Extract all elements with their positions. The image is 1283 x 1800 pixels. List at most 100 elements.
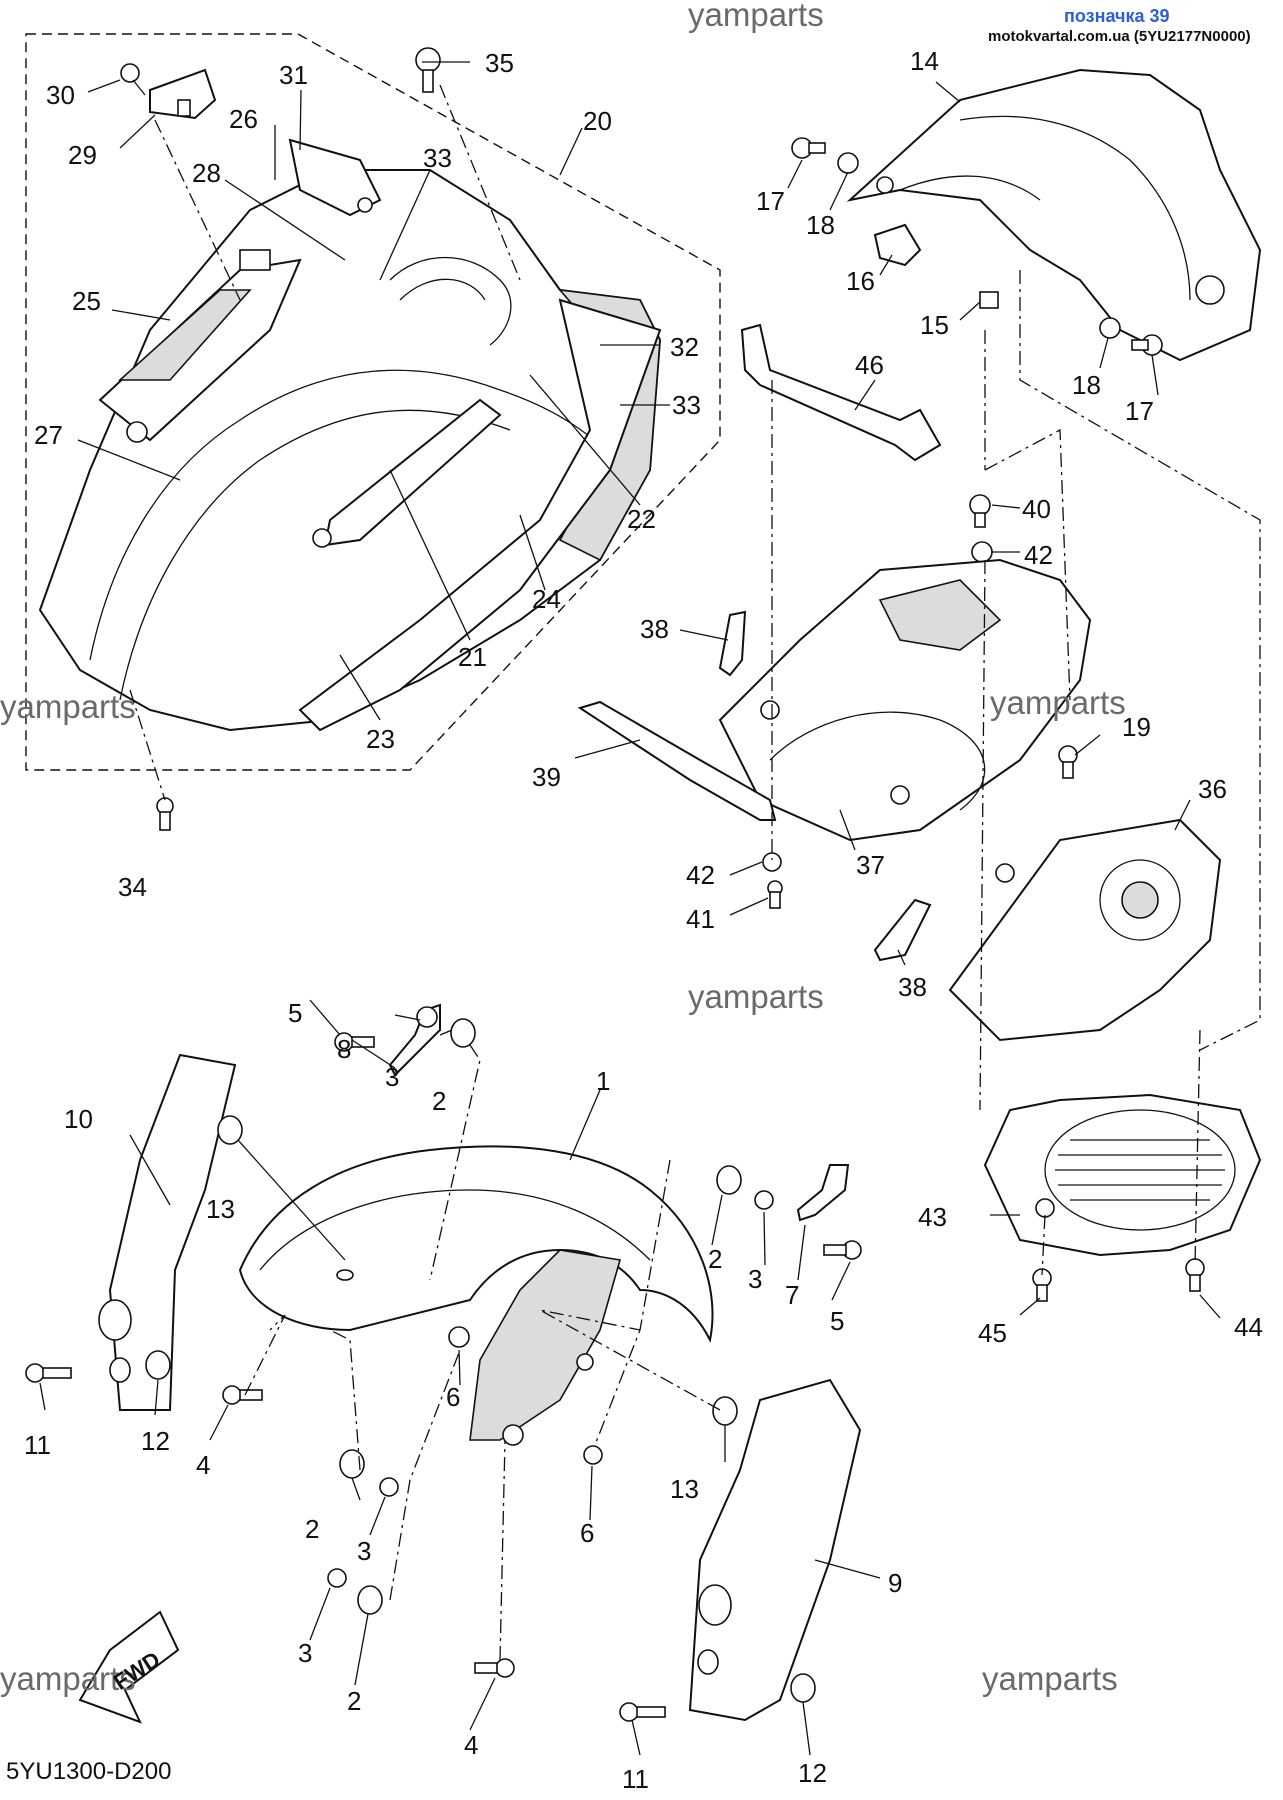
callout-42b: 42	[686, 860, 715, 890]
callout-6a: 6	[446, 1382, 461, 1412]
callout-2d: 2	[347, 1686, 362, 1716]
callout-10: 10	[64, 1104, 93, 1134]
bracket-28-25	[98, 249, 302, 443]
callout-11a: 11	[24, 1430, 51, 1460]
washer-42b	[762, 852, 782, 872]
callout-33b: 33	[672, 390, 701, 420]
callout-24: 24	[532, 584, 561, 614]
grommet-13b	[712, 1396, 738, 1426]
bolt-34	[156, 797, 174, 831]
leaders-rear-cover	[574, 81, 1261, 1319]
callout-16: 16	[846, 266, 875, 296]
callout-9: 9	[888, 1568, 903, 1598]
fwd-arrow	[78, 1610, 180, 1724]
watermark-left: yamparts	[0, 688, 136, 725]
grommet-2d	[357, 1585, 383, 1615]
bolt-17a	[791, 137, 826, 159]
screw-40	[969, 494, 991, 528]
header-title: позначка 39	[1064, 6, 1170, 26]
bracket-21	[312, 398, 502, 548]
bolt-44	[1185, 1258, 1205, 1292]
callout-43: 43	[918, 1202, 947, 1232]
callout-1: 1	[596, 1066, 611, 1096]
nut-6b	[583, 1445, 603, 1465]
bolt-4a	[222, 1385, 263, 1405]
callout-12b: 12	[798, 1758, 827, 1788]
callout-41: 41	[686, 904, 715, 934]
callout-17b: 17	[1125, 396, 1154, 426]
callout-3d: 3	[298, 1638, 313, 1668]
callout-33a: 33	[423, 143, 452, 173]
strip-38b	[873, 898, 932, 962]
callout-36: 36	[1198, 774, 1227, 804]
callout-28: 28	[192, 158, 221, 188]
header-subtitle: motokvartal.com.ua (5YU2177N0000)	[988, 28, 1251, 45]
watermark-right: yamparts	[990, 684, 1126, 721]
screw-5a	[334, 1032, 375, 1052]
callout-7: 7	[785, 1280, 800, 1310]
callout-37: 37	[856, 850, 885, 880]
collar-3d	[327, 1568, 347, 1588]
grommet-2a	[450, 1018, 476, 1048]
grommet-2c	[339, 1449, 365, 1479]
callout-2c: 2	[305, 1514, 320, 1544]
callout-27: 27	[34, 420, 63, 450]
callout-44: 44	[1234, 1312, 1263, 1342]
collar-3b	[754, 1190, 774, 1210]
callout-17a: 17	[756, 186, 785, 216]
callout-2a: 2	[432, 1086, 447, 1116]
callout-39: 39	[532, 762, 561, 792]
watermark-top: yamparts	[688, 0, 824, 33]
callout-31: 31	[279, 60, 308, 90]
callout-14: 14	[910, 46, 939, 76]
collar-18b	[1099, 317, 1121, 339]
callout-13a: 13	[206, 1194, 235, 1224]
bolt-11b	[619, 1702, 666, 1722]
watermark-bottom-right: yamparts	[982, 1660, 1118, 1697]
callout-13b: 13	[670, 1474, 699, 1504]
callout-18b: 18	[1072, 370, 1101, 400]
screw-41	[767, 880, 783, 909]
callout-11b: 11	[622, 1764, 649, 1794]
callout-26: 26	[229, 104, 258, 134]
inner-fender-assembly-box	[25, 33, 721, 771]
inner-fender-tray	[38, 169, 662, 732]
diagram-code: 5YU1300-D200	[6, 1758, 172, 1785]
clip-16	[873, 223, 922, 267]
bolt-4b	[474, 1658, 515, 1678]
callout-23: 23	[366, 724, 395, 754]
collar-18a	[837, 152, 859, 174]
callout-19: 19	[1122, 712, 1151, 742]
nut-12b	[790, 1673, 816, 1703]
callout-3a: 3	[385, 1062, 400, 1092]
callout-5a: 5	[288, 998, 303, 1028]
bracket-7	[796, 1164, 850, 1222]
callout-34: 34	[118, 872, 147, 902]
mesh-cover-43	[983, 1093, 1262, 1257]
leaders-front-fender	[39, 999, 881, 1756]
collar-3a	[416, 1006, 438, 1028]
callout-20: 20	[583, 106, 612, 136]
callout-40: 40	[1022, 494, 1051, 524]
callout-38b: 38	[898, 972, 927, 1002]
part-31-bracket	[288, 138, 382, 217]
screw-5b	[823, 1240, 862, 1260]
callout-3b: 3	[748, 1264, 763, 1294]
callout-45: 45	[978, 1318, 1007, 1348]
callout-22: 22	[627, 504, 656, 534]
callout-12a: 12	[141, 1426, 170, 1456]
callout-5b: 5	[830, 1306, 845, 1336]
tail-bracket-14	[846, 68, 1262, 362]
callout-8: 8	[337, 1034, 352, 1064]
bolt-19	[1058, 745, 1078, 779]
callout-32: 32	[670, 332, 699, 362]
bracket-46	[740, 323, 942, 462]
screw-35	[415, 47, 441, 93]
front-fender-1	[238, 1145, 714, 1446]
screw-30	[120, 63, 146, 96]
fender-cover-9	[688, 1378, 862, 1722]
leaders-rear-inner	[77, 61, 670, 801]
callout-3c: 3	[357, 1536, 372, 1566]
callout-38a: 38	[640, 614, 669, 644]
callout-30: 30	[46, 80, 75, 110]
